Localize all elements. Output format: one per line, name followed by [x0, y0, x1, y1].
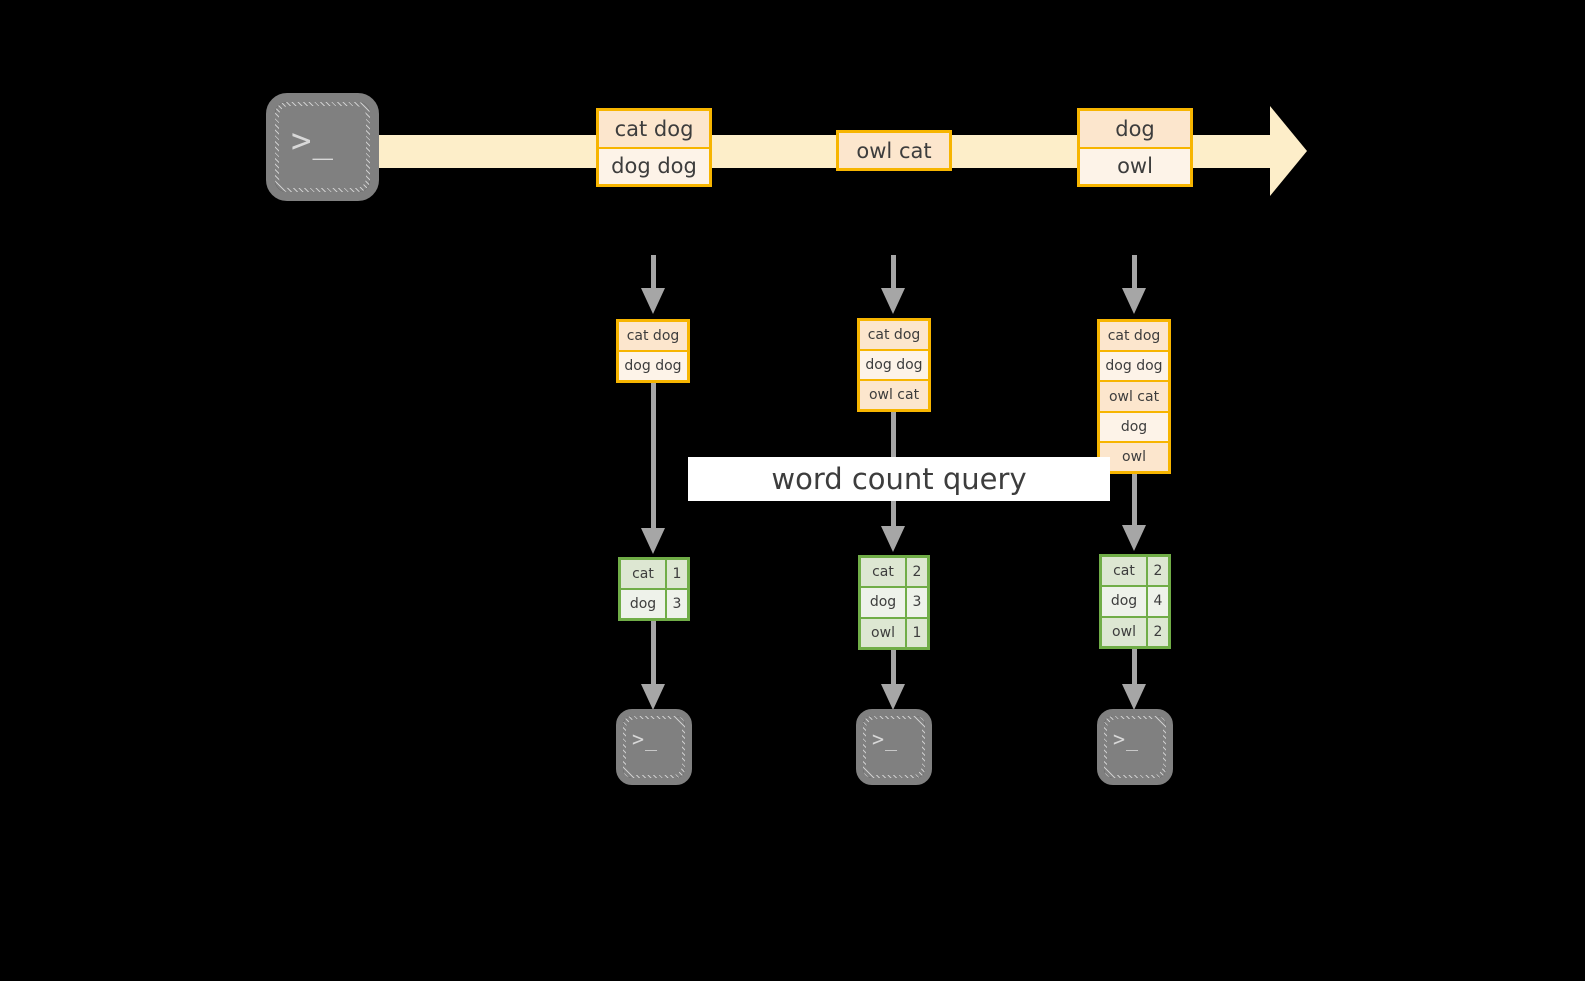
sink-terminal-icon-1[interactable]: >_	[616, 709, 692, 785]
sink-terminal-icon-2[interactable]: >_	[856, 709, 932, 785]
result-word: dog	[621, 590, 665, 618]
stream-record-batch-1[interactable]: cat dog dog dog	[596, 108, 712, 187]
query-flow-line-3	[1132, 474, 1137, 529]
accumulated-line: dog dog	[619, 350, 687, 380]
stream-record-line: owl	[1080, 146, 1190, 184]
result-row: dog 3	[621, 588, 687, 618]
result-row: owl 1	[861, 616, 927, 647]
query-flow-arrowhead-3	[1122, 525, 1146, 551]
result-count: 2	[905, 558, 927, 587]
accumulated-line: owl	[1100, 440, 1168, 472]
accumulated-line: dog dog	[860, 349, 928, 379]
result-word: dog	[861, 588, 905, 617]
result-word: cat	[1102, 557, 1146, 586]
source-terminal-prompt-glyph: >_	[291, 121, 334, 161]
stream-record-batch-2[interactable]: owl cat	[836, 130, 952, 171]
query-flow-arrowhead-1	[641, 528, 665, 554]
stream-record-line: owl cat	[839, 133, 949, 168]
word-count-result-2[interactable]: cat 2 dog 3 owl 1	[858, 555, 930, 650]
word-count-result-3[interactable]: cat 2 dog 4 owl 2	[1099, 554, 1171, 649]
stream-record-line: dog	[1080, 111, 1190, 147]
stream-record-line: cat dog	[599, 111, 709, 147]
result-row: owl 2	[1102, 615, 1168, 646]
sink-flow-line-2	[891, 650, 896, 687]
accumulated-line: dog	[1100, 410, 1168, 441]
query-flow-line-1	[651, 383, 656, 531]
result-count: 2	[1146, 557, 1168, 586]
result-word: cat	[621, 560, 665, 588]
query-banner: word count query	[688, 457, 1110, 501]
accumulated-line: owl cat	[860, 379, 928, 409]
query-banner-label: word count query	[771, 462, 1027, 496]
result-word: dog	[1102, 587, 1146, 616]
result-row: dog 3	[861, 586, 927, 617]
snapshot-accumulated-2[interactable]: cat dog dog dog owl cat	[857, 318, 931, 412]
result-count: 1	[905, 618, 927, 647]
sink-terminal-prompt-glyph: >_	[1113, 727, 1140, 751]
stream-arrow-head	[1270, 106, 1307, 196]
word-count-result-1[interactable]: cat 1 dog 3	[618, 557, 690, 621]
accumulated-line: cat dog	[1100, 322, 1168, 351]
accumulated-line: cat dog	[860, 321, 928, 349]
snapshot-trigger-line-2	[891, 255, 896, 293]
query-flow-arrowhead-2	[881, 526, 905, 552]
source-terminal-icon[interactable]: >_	[266, 93, 379, 201]
accumulated-line: dog dog	[1100, 350, 1168, 381]
result-count: 3	[665, 590, 687, 618]
result-row: cat 2	[861, 558, 927, 587]
result-count: 2	[1146, 617, 1168, 646]
sink-terminal-icon-3[interactable]: >_	[1097, 709, 1173, 785]
sink-terminal-prompt-glyph: >_	[872, 727, 899, 751]
result-row: dog 4	[1102, 585, 1168, 616]
snapshot-accumulated-1[interactable]: cat dog dog dog	[616, 319, 690, 383]
sink-flow-arrowhead-3	[1122, 684, 1146, 710]
result-word: owl	[861, 618, 905, 647]
result-count: 3	[905, 588, 927, 617]
stream-record-batch-3[interactable]: dog owl	[1077, 108, 1193, 187]
sink-flow-line-3	[1132, 649, 1137, 687]
snapshot-trigger-arrowhead-1	[641, 288, 665, 314]
snapshot-accumulated-3[interactable]: cat dog dog dog owl cat dog owl	[1097, 319, 1171, 474]
result-count: 4	[1146, 587, 1168, 616]
snapshot-trigger-arrowhead-2	[881, 288, 905, 314]
result-word: owl	[1102, 617, 1146, 646]
accumulated-line: owl cat	[1100, 380, 1168, 411]
accumulated-line: cat dog	[619, 322, 687, 350]
result-word: cat	[861, 558, 905, 587]
snapshot-trigger-line-3	[1132, 255, 1137, 293]
snapshot-trigger-line-1	[651, 255, 656, 293]
result-row: cat 1	[621, 560, 687, 588]
sink-terminal-prompt-glyph: >_	[632, 727, 659, 751]
stream-record-line: dog dog	[599, 146, 709, 184]
result-count: 1	[665, 560, 687, 588]
result-row: cat 2	[1102, 557, 1168, 586]
sink-flow-line-1	[651, 621, 656, 687]
snapshot-trigger-arrowhead-3	[1122, 288, 1146, 314]
sink-flow-arrowhead-2	[881, 684, 905, 710]
sink-flow-arrowhead-1	[641, 684, 665, 710]
